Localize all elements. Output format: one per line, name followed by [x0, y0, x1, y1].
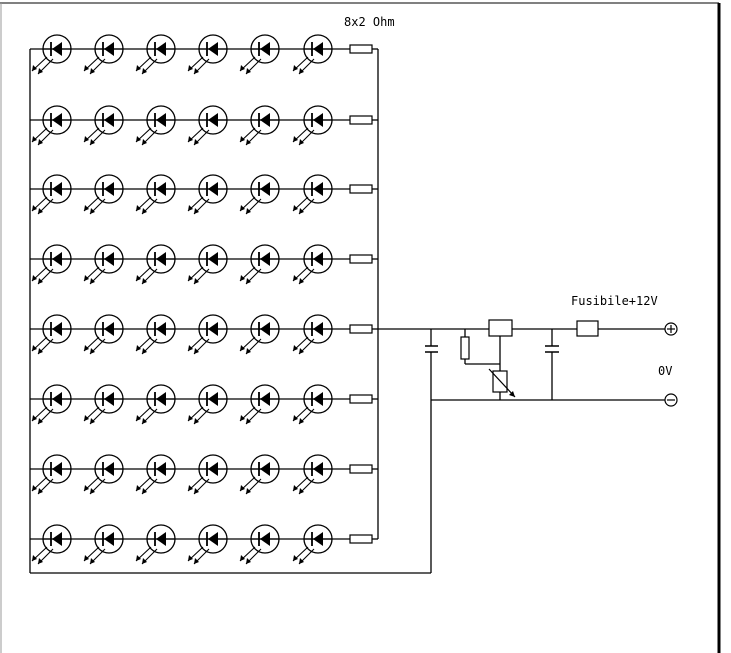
supply-section [425, 319, 678, 407]
led-5-1 [31, 314, 72, 355]
led-7-5 [239, 454, 280, 495]
led-1-4 [187, 34, 228, 75]
led-8-3 [135, 524, 176, 565]
led-grid [31, 34, 333, 565]
led-6-1 [31, 384, 72, 425]
led-3-5 [239, 174, 280, 215]
led-2-2 [83, 105, 124, 146]
led-7-3 [135, 454, 176, 495]
row-resistor-2 [349, 115, 373, 125]
led-6-4 [187, 384, 228, 425]
led-1-5 [239, 34, 280, 75]
led-3-6 [292, 174, 333, 215]
capacitor-right [545, 345, 559, 353]
led-1-3 [135, 34, 176, 75]
led-4-1 [31, 244, 72, 285]
led-1-1 [31, 34, 72, 75]
led-2-6 [292, 105, 333, 146]
led-7-1 [31, 454, 72, 495]
led-5-6 [292, 314, 333, 355]
led-2-1 [31, 105, 72, 146]
led-2-5 [239, 105, 280, 146]
led-4-2 [83, 244, 124, 285]
led-1-2 [83, 34, 124, 75]
led-7-2 [83, 454, 124, 495]
led-8-4 [187, 524, 228, 565]
led-7-6 [292, 454, 333, 495]
zero-volt-label: 0V [658, 364, 672, 378]
row-resistor-1 [349, 44, 373, 54]
led-1-6 [292, 34, 333, 75]
row-resistor-3 [349, 184, 373, 194]
plus-terminal[interactable] [664, 322, 678, 336]
led-5-3 [135, 314, 176, 355]
fuse-plus-label: Fusibile+12V [571, 294, 658, 308]
led-3-2 [83, 174, 124, 215]
led-6-2 [83, 384, 124, 425]
led-8-6 [292, 524, 333, 565]
led-4-4 [187, 244, 228, 285]
led-4-5 [239, 244, 280, 285]
row-resistor-5 [349, 324, 373, 334]
led-5-5 [239, 314, 280, 355]
regulator [488, 319, 513, 337]
led-4-6 [292, 244, 333, 285]
row-resistor-8 [349, 534, 373, 544]
led-3-3 [135, 174, 176, 215]
led-6-5 [239, 384, 280, 425]
led-8-5 [239, 524, 280, 565]
led-5-4 [187, 314, 228, 355]
led-6-3 [135, 384, 176, 425]
resistor-label: 8x2 Ohm [344, 15, 395, 29]
minus-terminal[interactable] [664, 393, 678, 407]
led-8-2 [83, 524, 124, 565]
led-5-2 [83, 314, 124, 355]
bias-resistor [460, 336, 470, 360]
capacitor-left [425, 345, 438, 353]
variable-resistor [488, 368, 516, 398]
led-8-1 [31, 524, 72, 565]
led-3-1 [31, 174, 72, 215]
led-7-4 [187, 454, 228, 495]
resistor-column [349, 44, 373, 544]
row-resistor-6 [349, 394, 373, 404]
led-2-3 [135, 105, 176, 146]
led-2-4 [187, 105, 228, 146]
wiring [29, 48, 665, 574]
fuse [576, 320, 599, 337]
led-6-6 [292, 384, 333, 425]
led-3-4 [187, 174, 228, 215]
row-resistor-4 [349, 254, 373, 264]
row-resistor-7 [349, 464, 373, 474]
led-4-3 [135, 244, 176, 285]
